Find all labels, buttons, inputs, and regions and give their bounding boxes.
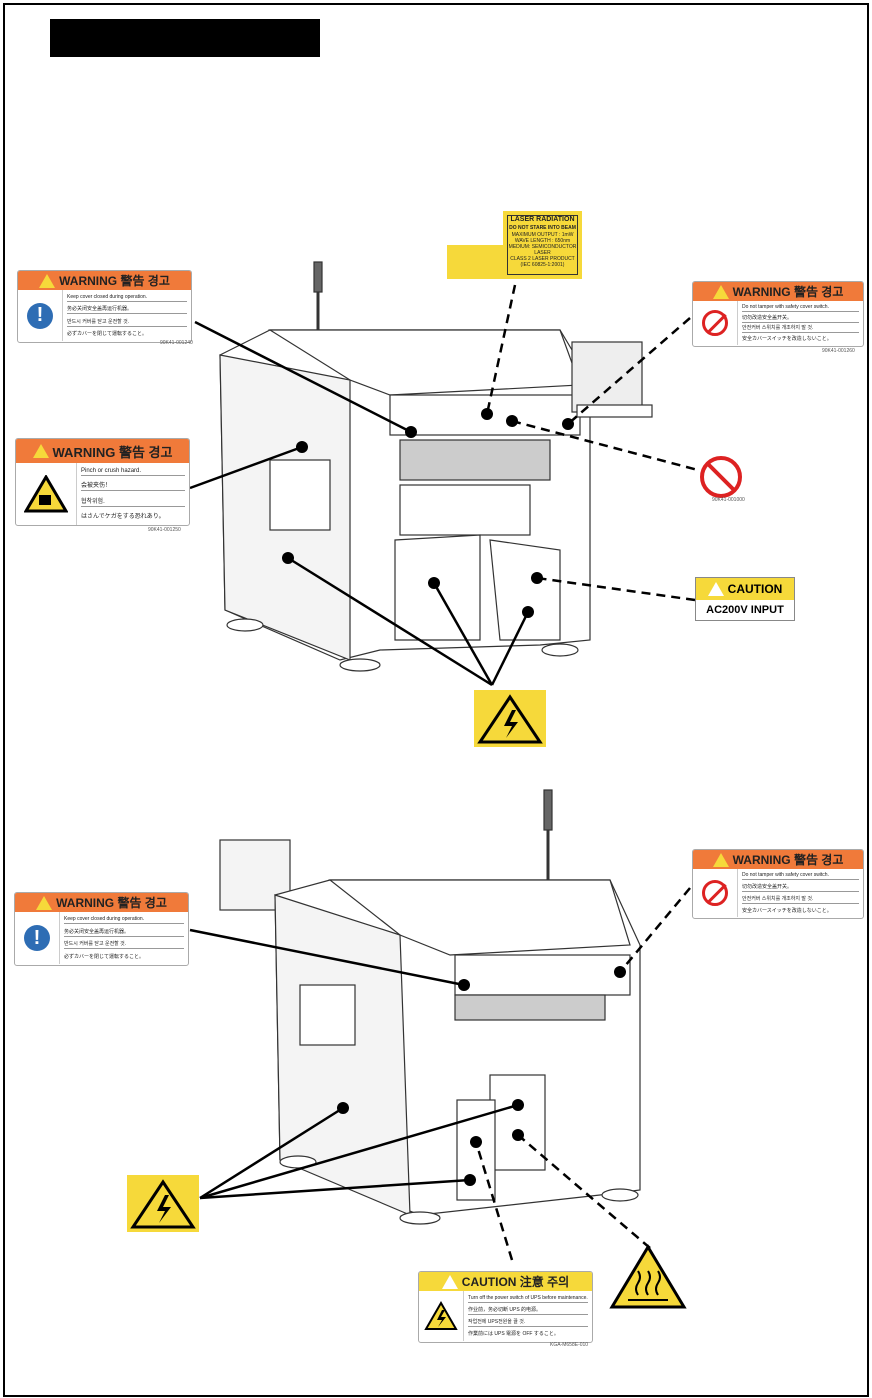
- label-line: 切勿改造安全盖开关。: [742, 314, 859, 323]
- label-line: Keep cover closed during operation.: [64, 915, 184, 924]
- label-line: 安全カバースイッチを改造しないこと。: [742, 907, 832, 914]
- laser-title: LASER RADIATION: [510, 216, 575, 223]
- label-header: WARNING 警告 경고: [732, 853, 844, 867]
- label-line: 必ずカバーを閉じて運転すること。: [67, 331, 148, 338]
- warning-triangle-icon: [712, 852, 729, 867]
- label-line: 안전커버 스위치를 개조하지 말 것.: [742, 324, 859, 334]
- warning-triangle-icon: [712, 284, 729, 299]
- no-touch-code: 90K41-001000: [712, 497, 745, 503]
- warning-triangle-icon: [39, 273, 56, 288]
- no-touch-icon: [700, 456, 742, 498]
- electric-shock-icon: [424, 1301, 458, 1330]
- mandatory-action-icon: !: [24, 925, 50, 951]
- label-line: 作業前には UPS 電源を OFF すること。: [468, 1331, 559, 1338]
- hot-surface-icon: [609, 1244, 687, 1309]
- label-code: 90K41-001260: [822, 348, 855, 354]
- label-code: KGA-M658E-010: [550, 1342, 589, 1348]
- leader-lines: [189, 284, 699, 1261]
- caution-triangle-icon: [707, 582, 724, 596]
- label-line: Do not tamper with safety cover switch.: [742, 871, 859, 881]
- electric-shock-icon-bottom: [127, 1175, 199, 1232]
- label-line: 반드시 커버를 닫고 운전할 것.: [64, 940, 184, 950]
- warning-tamper-label-bottom: WARNING 警告 경고 Do not tamper with safety …: [692, 849, 864, 919]
- label-line: 安全カバースイッチを改造しないこと。: [742, 336, 832, 343]
- label-line: Do not tamper with safety cover switch.: [742, 303, 859, 312]
- laser-line: WAVE LENGTH : 650nm: [514, 238, 571, 244]
- label-line: Pinch or crush hazard.: [81, 467, 185, 477]
- label-code: 90K41-001240: [160, 340, 193, 346]
- pinch-hazard-icon: [24, 475, 68, 513]
- laser-standard: (IEC 60825-1:2001): [520, 262, 565, 268]
- label-line: 务必关闭安全盖再运行机器。: [67, 305, 187, 315]
- laser-radiation-label: LASER RADIATION DO NOT STARE INTO BEAM M…: [447, 211, 582, 279]
- warning-pinch-label: WARNING 警告 경고 Pinch or crush hazard. 会被夹伤…: [15, 438, 190, 526]
- label-line: 务必关闭安全盖再运行机器。: [64, 928, 184, 937]
- label-code: 90K41-001250: [148, 527, 181, 533]
- laser-subtitle: DO NOT STARE INTO BEAM: [509, 225, 576, 231]
- label-header: CAUTION 注意 주의: [461, 1275, 570, 1289]
- warning-cover-label-top: WARNING 警告 경고 ! Keep cover closed during…: [17, 270, 192, 343]
- electric-shock-icon-top: [474, 690, 546, 747]
- label-line: 作业前，务必切断 UPS 的电源。: [468, 1306, 588, 1315]
- label-line: はさんでケガをする恐れあり。: [81, 513, 165, 520]
- laser-line: MEDIUM: SEMICONDUCTOR LASER: [508, 244, 577, 256]
- label-header: WARNING 警告 경고: [56, 896, 167, 910]
- warning-triangle-icon: [32, 444, 49, 458]
- label-line: 협착위험.: [81, 498, 185, 507]
- redacted-title-bar: [50, 19, 320, 57]
- laser-line: MAXIMUM OUTPUT : 1mW: [511, 232, 574, 238]
- caution-ac200v-label: CAUTION AC200V INPUT: [695, 577, 795, 621]
- label-header: WARNING 警告 경고: [732, 285, 844, 299]
- machine-front-view: [219, 261, 653, 672]
- caution-ups-label: CAUTION 注意 주의 Turn off the power switch …: [418, 1271, 593, 1343]
- machine-rear-view: [219, 789, 641, 1225]
- label-text: AC200V INPUT: [706, 604, 784, 616]
- label-line: 반드시 커버를 닫고 운전할 것.: [67, 318, 187, 327]
- caution-triangle-icon: [441, 1274, 458, 1289]
- label-line: 切勿改造安全盖开关。: [742, 883, 859, 893]
- label-line: Keep cover closed during operation.: [67, 293, 187, 302]
- no-tamper-icon: [702, 310, 728, 336]
- no-tamper-icon: [702, 880, 728, 906]
- warning-triangle-icon: [36, 895, 53, 910]
- label-line: 会被夹伤！: [81, 482, 185, 492]
- laser-class: CLASS 2 LASER PRODUCT: [510, 256, 575, 262]
- label-header: WARNING 警告 경고: [59, 274, 170, 288]
- label-line: 안전커버 스위치를 개조하지 말 것.: [742, 895, 859, 904]
- label-line: Turn off the power switch of UPS before …: [468, 1294, 588, 1303]
- page-border: [3, 3, 869, 1397]
- label-header: CAUTION: [727, 582, 783, 596]
- warning-tamper-label-top: WARNING 警告 경고 Do not tamper with safety …: [692, 281, 864, 347]
- label-header: WARNING 警告 경고: [52, 444, 173, 460]
- label-line: 必ずカバーを閉じて運転すること。: [64, 954, 145, 961]
- label-line: 작업전에 UPS전원을 끌 것.: [468, 1318, 588, 1328]
- label-location-dots: [282, 408, 626, 1186]
- mandatory-action-icon: !: [27, 302, 53, 329]
- warning-cover-label-bottom: WARNING 警告 경고 ! Keep cover closed during…: [14, 892, 189, 966]
